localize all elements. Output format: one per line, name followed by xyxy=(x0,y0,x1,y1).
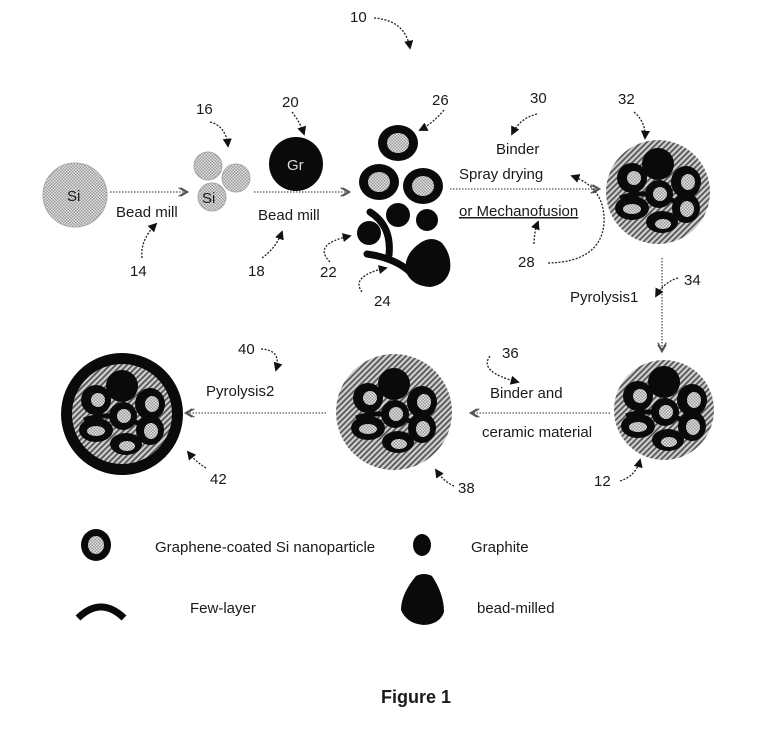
ref-38: 38 xyxy=(458,480,475,497)
leader-12 xyxy=(619,458,643,482)
ref-14: 14 xyxy=(130,263,147,280)
ref-12: 12 xyxy=(594,473,611,490)
legend: Graphene-coated Si nanoparticle Graphite… xyxy=(75,529,555,625)
ref-40: 40 xyxy=(238,341,255,358)
leader-10 xyxy=(373,17,414,50)
ref-16: 16 xyxy=(196,101,213,118)
legend-item-bead-milled: bead-milled xyxy=(401,574,555,625)
legend-label-bead-milled: bead-milled xyxy=(477,600,555,617)
step-spray-drying: Spray drying xyxy=(459,166,543,183)
final-particle-42 xyxy=(61,353,183,475)
leader-36 xyxy=(486,355,520,385)
leader-40 xyxy=(260,348,283,372)
leader-24 xyxy=(358,265,388,293)
ref-32: 32 xyxy=(618,91,635,108)
ref-28: 28 xyxy=(518,254,535,271)
step-bead-mill-2: Bead mill xyxy=(258,207,320,224)
graphite-label: Gr xyxy=(287,157,304,174)
few-layer-graphene xyxy=(366,208,393,259)
legend-item-few-layer: Few-layer xyxy=(75,600,256,621)
ref-20: 20 xyxy=(282,94,299,111)
leader-32 xyxy=(633,111,650,140)
bead-milled-icon xyxy=(401,574,444,625)
leader-18 xyxy=(261,230,284,259)
ref-36: 36 xyxy=(502,345,519,362)
leader-26 xyxy=(418,109,445,131)
graphite-icon xyxy=(413,534,431,556)
leader-28-curve xyxy=(547,174,605,264)
ref-30: 30 xyxy=(530,90,547,107)
leader-22 xyxy=(323,233,352,263)
step-pyrolysis-2: Pyrolysis2 xyxy=(206,383,274,400)
si-label: Si xyxy=(67,188,80,205)
ref-42: 42 xyxy=(210,471,227,488)
mixture-cluster xyxy=(357,125,451,287)
legend-item-graphene-coated-si: Graphene-coated Si nanoparticle xyxy=(81,529,375,561)
bead-milled-graphite xyxy=(405,239,451,287)
leader-28-up xyxy=(531,220,540,245)
si-small-label: Si xyxy=(202,190,215,207)
ref-22: 22 xyxy=(320,264,337,281)
composite-12 xyxy=(614,360,714,460)
leader-34 xyxy=(655,277,679,298)
graphite-particle: Gr xyxy=(269,137,323,191)
few-layer-icon xyxy=(75,603,127,621)
legend-label-graphene-coated-si: Graphene-coated Si nanoparticle xyxy=(155,539,375,556)
legend-item-graphite: Graphite xyxy=(413,534,529,556)
precursor-composite xyxy=(606,140,710,244)
step-bead-mill-1: Bead mill xyxy=(116,204,178,221)
step-pyrolysis-1: Pyrolysis1 xyxy=(570,289,638,306)
step-mechanofusion: or Mechanofusion xyxy=(459,203,578,220)
step-binder-and: Binder and xyxy=(490,385,563,402)
ref-18: 18 xyxy=(248,263,265,280)
leader-38 xyxy=(434,468,455,487)
step-ceramic-material: ceramic material xyxy=(482,424,592,441)
coated-composite-38 xyxy=(336,354,452,470)
ref-34: 34 xyxy=(684,272,701,289)
figure-title: Figure 1 xyxy=(381,687,451,707)
leader-14 xyxy=(141,222,158,259)
leader-42 xyxy=(186,450,207,469)
ref-24: 24 xyxy=(374,293,391,310)
ref-26: 26 xyxy=(432,92,449,109)
step-binder: Binder xyxy=(496,141,539,158)
leader-30 xyxy=(511,113,538,136)
legend-label-few-layer: Few-layer xyxy=(190,600,256,617)
ref-10: 10 xyxy=(350,9,367,26)
si-particle: Si xyxy=(42,162,108,228)
leader-20 xyxy=(291,111,307,136)
legend-label-graphite: Graphite xyxy=(471,539,529,556)
si-nanoparticles: Si xyxy=(193,151,251,212)
leader-16 xyxy=(209,121,232,148)
